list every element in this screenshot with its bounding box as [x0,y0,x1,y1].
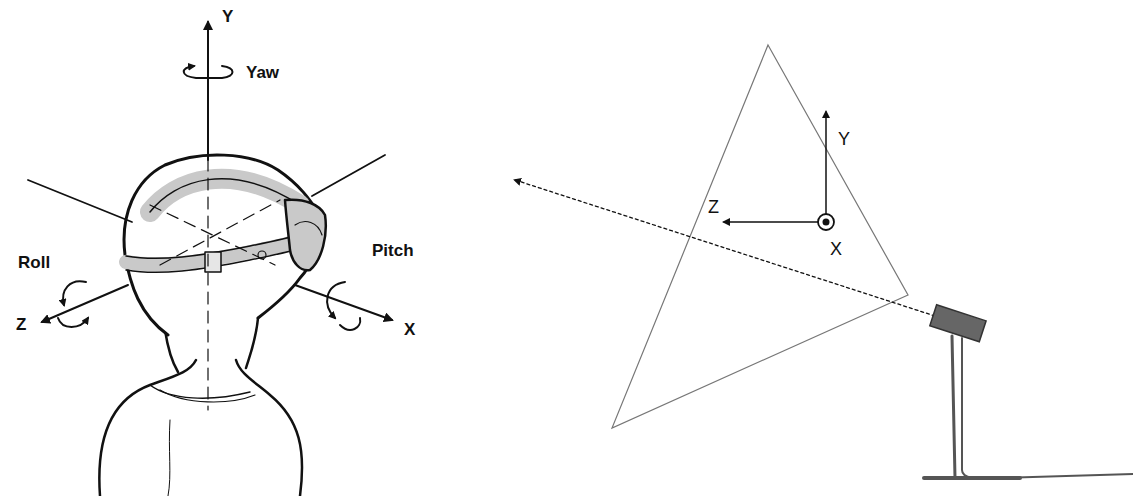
axis-label: Z [16,316,26,333]
axis-label: Y [222,8,233,25]
axis-label: X [830,240,842,258]
rotation-label: Roll [18,254,50,271]
axis-label: X [404,321,415,338]
rotation-label: Yaw [246,64,279,81]
axis-label: Z [708,198,719,216]
rotation-label: Pitch [372,242,414,259]
axis-label: Y [838,130,850,148]
